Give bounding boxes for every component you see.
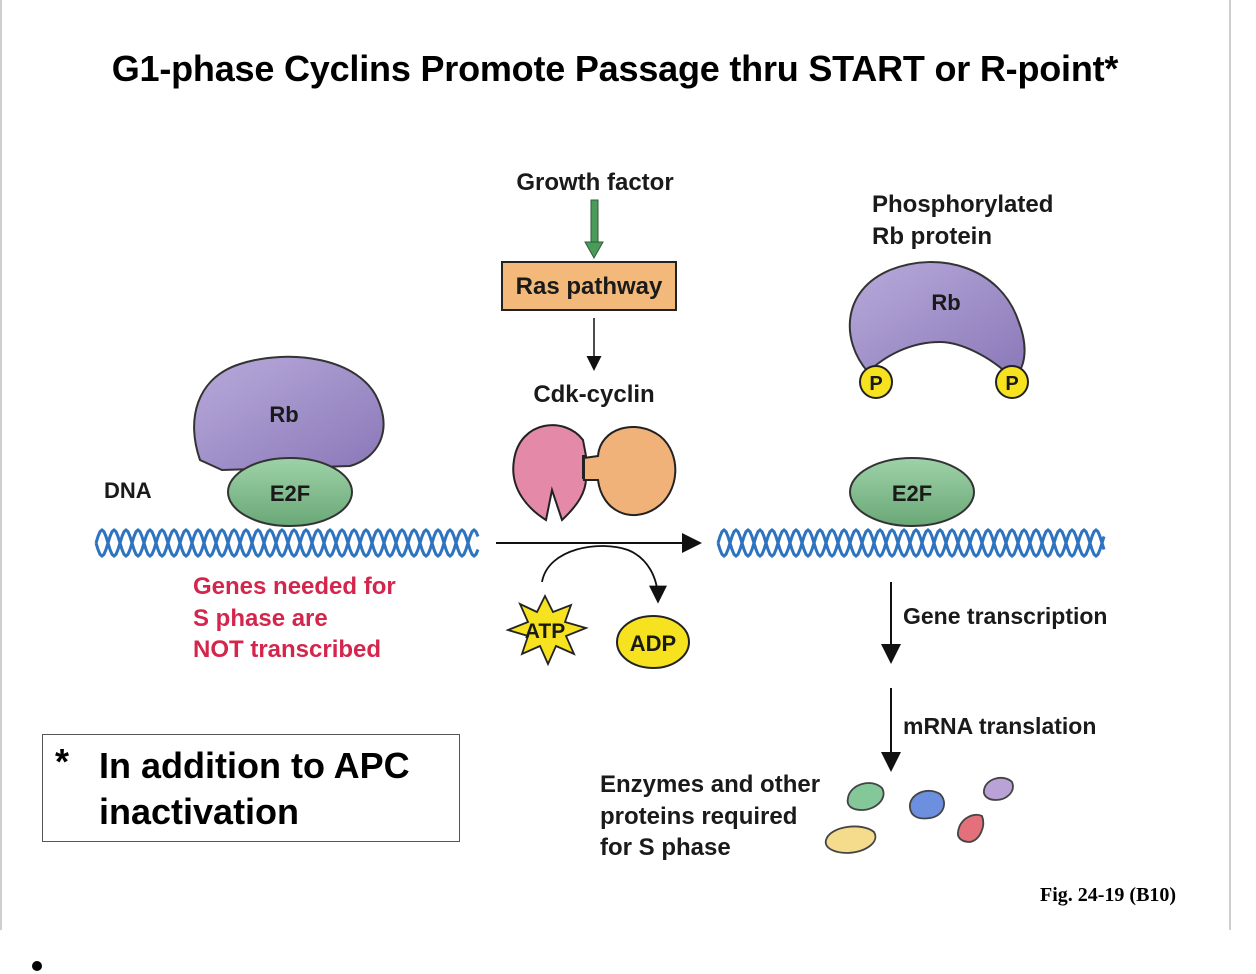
mrna-translation-label: mRNA translation bbox=[903, 713, 1096, 739]
growth-factor-arrow bbox=[584, 199, 604, 260]
genes-not-transcribed-line2: S phase are bbox=[193, 605, 328, 632]
rb-right-label: Rb bbox=[931, 290, 960, 315]
e2f-left-shape bbox=[227, 457, 353, 527]
phosphate-right bbox=[995, 365, 1029, 399]
rb-bound-shape bbox=[193, 355, 385, 472]
e2f-right-shape bbox=[849, 457, 975, 527]
protein-green bbox=[846, 782, 885, 811]
slide-border bbox=[0, 0, 1231, 930]
rb-left-label: Rb bbox=[269, 402, 298, 427]
growth-factor-label: Growth factor bbox=[516, 169, 673, 196]
bullet-point bbox=[32, 961, 42, 971]
dna-label: DNA bbox=[104, 478, 152, 503]
cdk-cyclin-label: Cdk-cyclin bbox=[533, 381, 654, 408]
phosphorylated-rb-label-line2: Rb protein bbox=[872, 223, 992, 250]
cyclin-shape bbox=[583, 426, 677, 517]
footnote-text: In addition to APC inactivation bbox=[99, 745, 410, 832]
footnote-star: * bbox=[55, 741, 70, 782]
cdk-cyclin-complex bbox=[512, 424, 677, 522]
dna-helix-right bbox=[716, 528, 1106, 558]
phosphate-left bbox=[859, 365, 893, 399]
enzymes-line3: for S phase bbox=[600, 834, 731, 861]
cdk-shape bbox=[512, 424, 588, 522]
protein-lilac bbox=[983, 776, 1014, 801]
adp-shape bbox=[616, 615, 690, 669]
footnote-box: * In addition to APC inactivation bbox=[42, 734, 460, 842]
adp-label: ADP bbox=[630, 631, 676, 656]
page-title: G1-phase Cyclins Promote Passage thru ST… bbox=[111, 48, 1119, 89]
genes-not-transcribed-line3: NOT transcribed bbox=[193, 636, 381, 663]
phosphate-right-label: P bbox=[1005, 373, 1018, 395]
e2f-left-label: E2F bbox=[270, 481, 310, 506]
phosphorylated-rb-label-line1: Phosphorylated bbox=[872, 191, 1053, 218]
gene-transcription-label: Gene transcription bbox=[903, 603, 1107, 629]
protein-yellow bbox=[824, 825, 877, 854]
ras-pathway-box bbox=[501, 261, 677, 311]
protein-blue bbox=[909, 789, 945, 820]
genes-not-transcribed-line1: Genes needed for bbox=[193, 573, 396, 600]
atp-starburst bbox=[505, 593, 589, 667]
rb-phosphorylated-shape bbox=[848, 261, 1026, 380]
atp-label: ATP bbox=[525, 620, 565, 643]
ras-pathway-label: Ras pathway bbox=[516, 273, 663, 300]
dna-helix-left bbox=[94, 528, 480, 558]
atp-adp-curve-arrow bbox=[541, 545, 667, 604]
figure-caption: Fig. 24-19 (B10) bbox=[1040, 884, 1177, 906]
e2f-right-label: E2F bbox=[892, 481, 932, 506]
phosphate-left-label: P bbox=[869, 373, 882, 395]
protein-red bbox=[957, 813, 985, 843]
enzymes-line1: Enzymes and other bbox=[600, 771, 820, 798]
enzymes-line2: proteins required bbox=[600, 803, 797, 830]
protein-blobs bbox=[824, 776, 1014, 854]
